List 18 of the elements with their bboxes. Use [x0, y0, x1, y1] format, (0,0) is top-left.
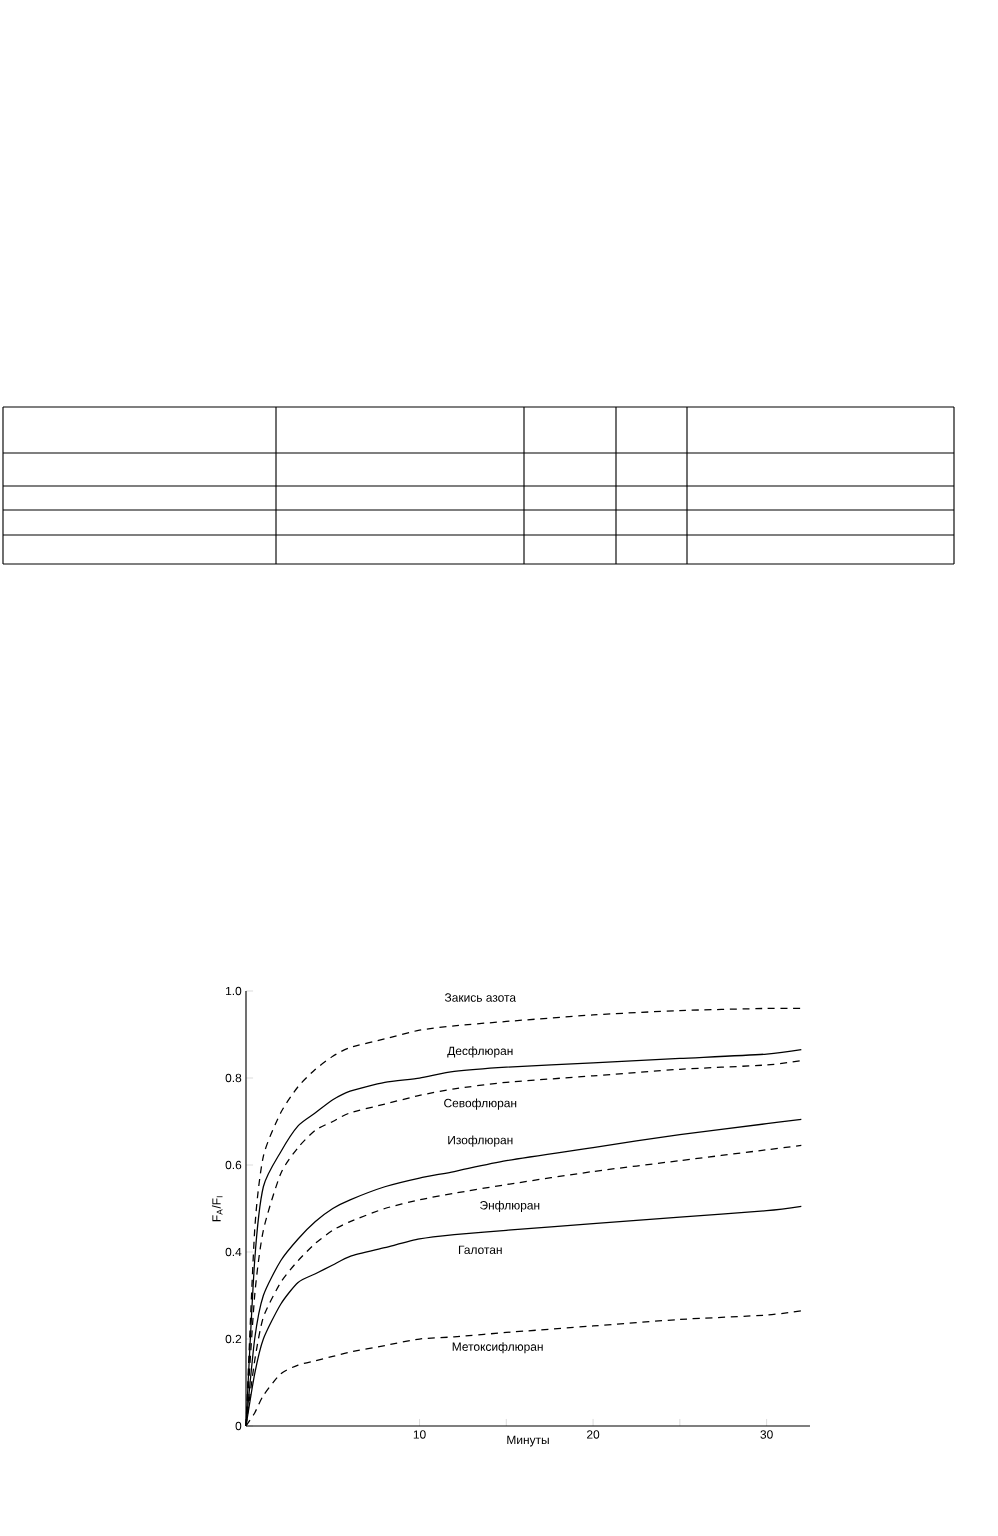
- series-label: Севофлюран: [444, 1098, 517, 1110]
- y-tick-label: 0.8: [225, 1073, 242, 1083]
- y-tick-label: 0.2: [225, 1334, 242, 1344]
- x-tick-label: 30: [760, 1430, 773, 1439]
- x-axis-title: Минуты: [507, 1435, 549, 1447]
- x-tick-label: 20: [587, 1430, 600, 1439]
- y-axis-title: F$_{A}$/F$_{I}$: [211, 1196, 223, 1222]
- series-label: Десфлюран: [447, 1046, 513, 1058]
- series-label: Изофлюран: [448, 1135, 513, 1147]
- series-label: Энфлюран: [480, 1200, 540, 1212]
- y-tick-label: 0.6: [225, 1160, 242, 1170]
- series-label: Метоксифлюран: [452, 1342, 543, 1354]
- series-label: Галотан: [459, 1245, 502, 1254]
- y-tick-label: 0: [235, 1421, 242, 1431]
- y-tick-label: 1.0: [226, 986, 242, 996]
- series-label: Закись азота: [444, 993, 517, 1002]
- x-tick-label: 10: [413, 1430, 426, 1439]
- y-tick-label: 0.4: [225, 1247, 242, 1257]
